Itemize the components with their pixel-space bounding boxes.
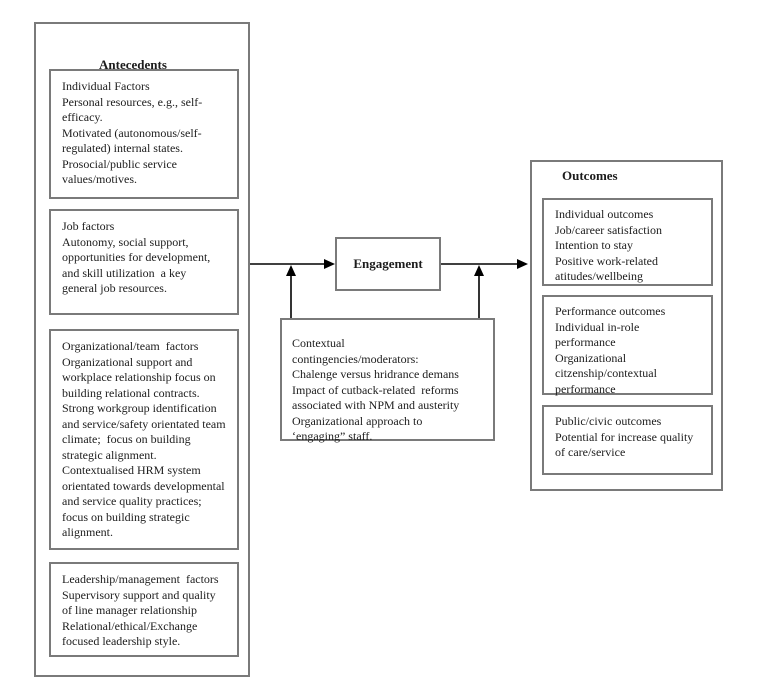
performance-outcomes-box: Performance outcomes Individual in-role …	[542, 295, 713, 396]
antecedents-title: Antecedents	[99, 57, 167, 72]
arrow-moderators-to-outcome-path	[474, 265, 484, 318]
job-factors-box: Job factors Autonomy, social support, op…	[49, 209, 239, 315]
engagement-label: Engagement	[353, 256, 423, 271]
moderators-text: Contextual contingencies/moderators: Cha…	[292, 336, 460, 443]
individual-outcomes-box: Individual outcomes Job/career satisfact…	[542, 198, 713, 286]
moderators-box: Contextual contingencies/moderators: Cha…	[280, 318, 495, 443]
engagement-box: Engagement	[335, 237, 441, 291]
leadership-management-factors-text: Leadership/management factors Supervisor…	[62, 572, 219, 648]
job-factors-text: Job factors Autonomy, social support, op…	[62, 219, 211, 295]
antecedents-panel: Antecedents Individual Factors Personal …	[34, 22, 250, 677]
organizational-team-factors-box: Organizational/team factors Organization…	[49, 329, 239, 550]
outcomes-title: Outcomes	[562, 168, 618, 183]
public-civic-outcomes-text: Public/civic outcomes Potential for incr…	[555, 414, 694, 459]
individual-factors-text: Individual Factors Personal resources, e…	[62, 79, 203, 186]
individual-outcomes-text: Individual outcomes Job/career satisfact…	[555, 207, 662, 283]
arrow-moderators-to-antecedent-path	[286, 265, 296, 318]
performance-outcomes-text: Performance outcomes Individual in-role …	[555, 304, 666, 396]
arrow-antecedents-to-engagement	[250, 259, 335, 269]
arrow-engagement-to-outcomes	[441, 259, 528, 269]
individual-factors-box: Individual Factors Personal resources, e…	[49, 69, 239, 199]
outcomes-panel: Outcomes Individual outcomes Job/career …	[530, 160, 723, 491]
leadership-management-factors-box: Leadership/management factors Supervisor…	[49, 562, 239, 657]
public-civic-outcomes-box: Public/civic outcomes Potential for incr…	[542, 405, 713, 475]
organizational-team-factors-text: Organizational/team factors Organization…	[62, 339, 226, 539]
